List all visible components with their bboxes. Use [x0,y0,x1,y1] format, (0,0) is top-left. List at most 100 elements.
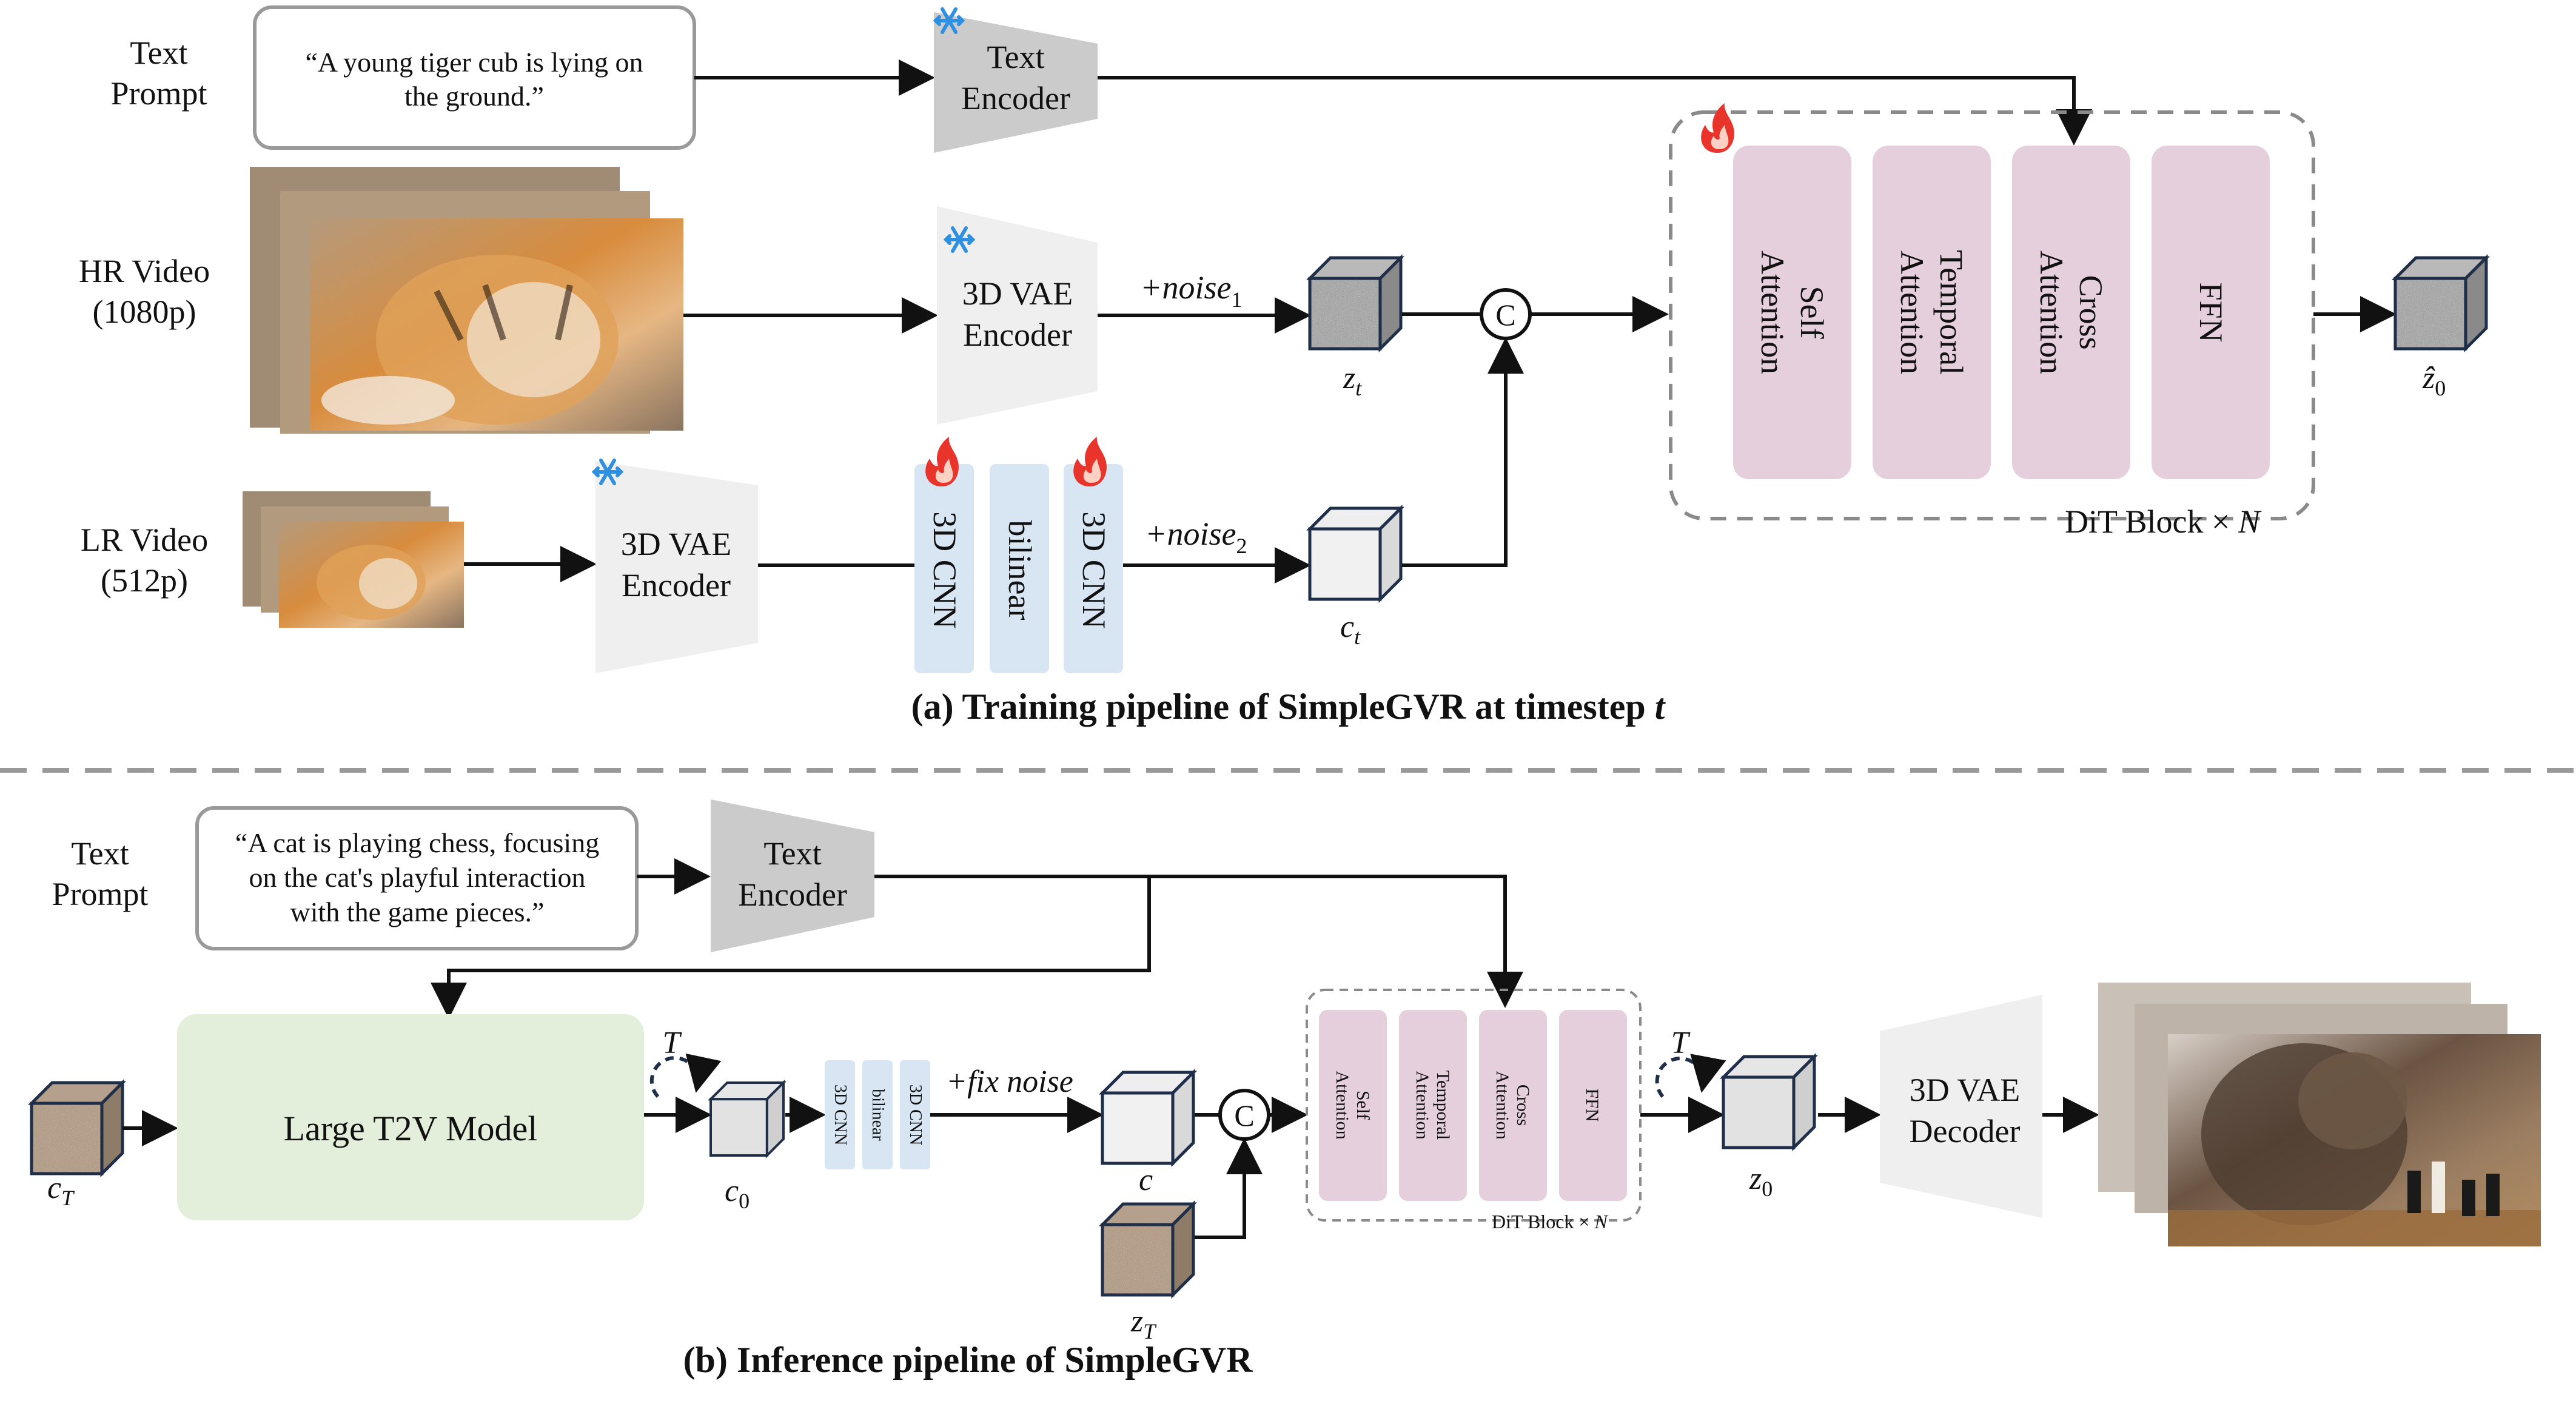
inference-3d-cnn-block-2 [900,1060,930,1169]
zT-noise-cube-icon [1102,1204,1193,1295]
arrow-inference-text-encoder-to-cross-attention [874,875,1523,1008]
training-prompt-text-line-1: “A young tiger cub is lying on [305,47,643,78]
inference-bilinear-label: bilinear [868,1089,887,1141]
loop-T-label-2: T [1671,1026,1691,1060]
arrow-ct-to-concat [1402,337,1524,567]
training-self-attention-block [1733,146,1851,479]
training-section: Text Prompt “A young tiger cub is lying … [79,5,2486,727]
flame-icon [1073,437,1107,486]
inference-3d-cnn-label-1: 3D CNN [831,1084,850,1145]
inference-text-encoder-label-1: Text [763,835,821,872]
z0-label: z0 [1749,1162,1773,1201]
training-3d-cnn-label-2: 3D CNN [1076,511,1112,629]
zt-label: zt [1343,361,1362,400]
inference-3d-cnn-block-1 [825,1060,855,1169]
training-temporal-attention-block [1873,146,1991,479]
inference-vae-decoder [1880,995,2042,1218]
inference-caption: (b) Inference pipeline of SimpleGVR [683,1340,1253,1380]
inference-text-prompt-label: Text [71,835,129,872]
training-temporal-attention-label-1: Temporal [1933,250,1970,375]
loop-T-icon-2 [1655,1054,1726,1098]
arrow-inference-text-encoder-to-t2v [431,876,1151,1019]
inference-ffn-label: FFN [1582,1088,1602,1121]
training-self-attention-label-1: Self [1794,286,1830,339]
inference-dit-block-container [1306,989,1642,1222]
training-dit-caption: DiT Block × N [2065,503,2262,540]
c-noise-cube-icon [1102,1072,1193,1163]
inference-text-encoder-label-2: Encoder [738,876,847,913]
z0-cube-icon [1723,1057,1814,1148]
output-video-frames-image [2098,983,2541,1246]
inference-text-prompt-label-2: Prompt [52,876,148,912]
lr-video-label: LR Video [81,522,208,558]
noise2-label: +noise2 [1145,516,1247,558]
training-cross-attention-block [2012,146,2130,479]
inference-temporal-attention-label-2: Attention [1412,1071,1432,1139]
inference-cross-attention-label-1: Cross [1513,1084,1533,1126]
lr-video-resolution: (512p) [101,562,188,599]
training-prompt-text-line-2: the ground.” [404,81,544,112]
training-lr-vae-encoder-label-2: Encoder [622,567,731,604]
inference-cross-attention-block [1479,1010,1547,1201]
loop-T-label-1: T [663,1026,682,1060]
inference-prompt-text-line-1: “A cat is playing chess, focusing [235,827,599,858]
loop-T-icon-1 [649,1053,722,1098]
training-text-encoder [934,12,1098,153]
training-ffn-label: FFN [2193,282,2229,342]
training-cross-attention-label-1: Cross [2073,275,2109,349]
inference-cross-attention-label-2: Attention [1492,1071,1512,1139]
training-prompt-box [253,5,696,150]
training-text-prompt-label-2: Prompt [110,75,207,112]
inference-section: Text Prompt “A cat is playing chess, foc… [32,799,2541,1380]
inference-vae-decoder-label-2: Decoder [1910,1113,2021,1149]
c0-cube-icon [711,1083,783,1155]
inference-3d-cnn-label-2: 3D CNN [906,1084,925,1145]
training-text-encoder-label-1: Text [987,39,1044,75]
hr-video-resolution: (1080p) [93,294,196,330]
inference-temporal-attention-block [1399,1010,1467,1201]
inference-self-attention-label-2: Attention [1332,1071,1352,1139]
inference-self-attention-block [1319,1010,1387,1201]
lr-video-frames-image [243,491,464,628]
hr-video-frames-image [250,167,683,434]
inference-self-attention-label-1: Self [1353,1091,1373,1120]
arrow-zT-to-concat [1195,1138,1263,1239]
large-t2v-model-block [177,1014,644,1220]
training-temporal-attention-label-2: Attention [1894,251,1930,374]
training-bilinear-label: bilinear [1002,520,1038,620]
training-3d-cnn-block-1 [914,464,974,673]
c0-label: c0 [725,1174,750,1213]
large-t2v-model-label: Large T2V Model [284,1109,538,1148]
ct-noise-cube-icon [1310,508,1401,599]
noise1-label: +noise1 [1140,269,1242,312]
inference-vae-decoder-label-1: 3D VAE [1910,1072,2021,1108]
inference-dit-caption: DiT Block × N [1492,1211,1608,1232]
flame-icon [925,437,959,486]
inference-temporal-attention-label-1: Temporal [1433,1071,1453,1140]
inference-bilinear-block [862,1060,893,1169]
arrow-text-encoder-to-cross-attention [1098,76,2092,146]
training-cross-attention-label-2: Attention [2033,251,2070,374]
training-self-attention-label-2: Attention [1754,251,1791,374]
training-text-encoder-label-2: Encoder [961,80,1070,116]
training-text-prompt-label: Text [130,35,187,71]
training-bilinear-block [990,464,1049,673]
zt-noise-cube-icon [1310,258,1401,349]
training-3d-cnn-label-1: 3D CNN [927,511,963,629]
z0hat-label: ẑ0 [2422,361,2446,400]
training-lr-vae-encoder-label-1: 3D VAE [621,526,732,562]
inference-prompt-text-line-2: on the cat's playful interaction [249,862,586,893]
fix-noise-label: +fix noise [946,1064,1073,1099]
training-ffn-block [2152,146,2270,479]
hr-video-label: HR Video [79,253,210,289]
training-caption: (a) Training pipeline of SimpleGVR at ti… [911,687,1666,727]
inference-prompt-text-line-3: with the game pieces.” [290,896,545,927]
training-dit-block-container [1669,110,2315,520]
training-lr-vae-encoder [595,461,758,673]
c-label: c [1139,1163,1153,1197]
training-hr-vae-encoder-label-1: 3D VAE [962,275,1073,312]
cT-label: cT [47,1171,75,1210]
zT-label: zT [1130,1304,1157,1343]
ct-label: ct [1340,610,1361,649]
